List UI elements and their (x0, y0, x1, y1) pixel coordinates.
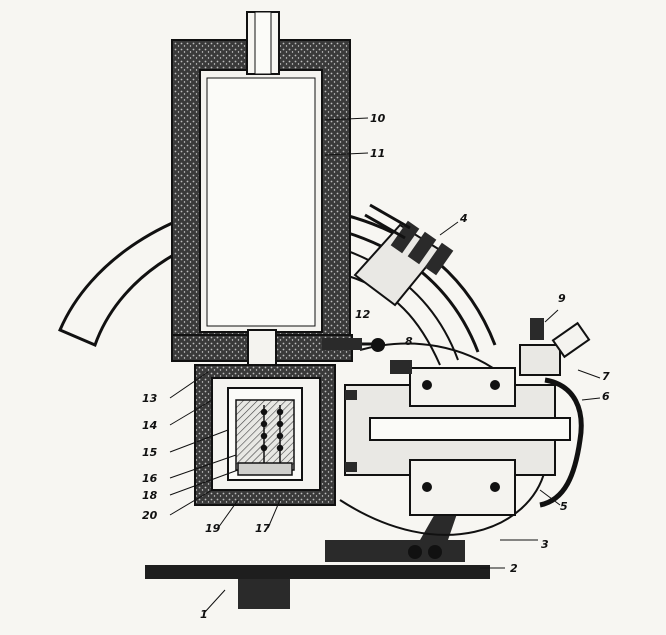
base-plate (145, 565, 490, 609)
label-2: 2 (510, 562, 518, 575)
side-port (353, 203, 454, 307)
label-20: 20 (142, 509, 158, 522)
label-18: 18 (142, 489, 158, 502)
label-4: 4 (459, 212, 468, 225)
label-12: 12 (355, 308, 371, 321)
label-19: 19 (205, 522, 221, 535)
label-6: 6 (602, 390, 610, 403)
label-7: 7 (602, 370, 610, 383)
label-5: 5 (560, 500, 568, 513)
lower-cryostat (194, 364, 336, 506)
upper-chamber (171, 11, 351, 336)
leader-lines (169, 117, 601, 613)
label-15: 15 (142, 446, 158, 459)
label-8: 8 (405, 335, 413, 348)
label-3: 3 (541, 538, 549, 551)
valve (322, 338, 385, 352)
part-labels: 1 2 3 4 5 6 7 8 9 10 11 12 13 14 15 16 1… (142, 112, 610, 621)
label-17: 17 (255, 522, 271, 535)
label-13: 13 (142, 392, 158, 405)
heater-coil (260, 405, 284, 465)
label-9: 9 (558, 292, 566, 305)
label-14: 14 (142, 419, 157, 432)
label-10: 10 (370, 112, 386, 125)
label-1: 1 (200, 608, 208, 621)
label-16: 16 (142, 472, 158, 485)
label-11: 11 (370, 147, 385, 160)
goniometer-head (344, 318, 591, 516)
